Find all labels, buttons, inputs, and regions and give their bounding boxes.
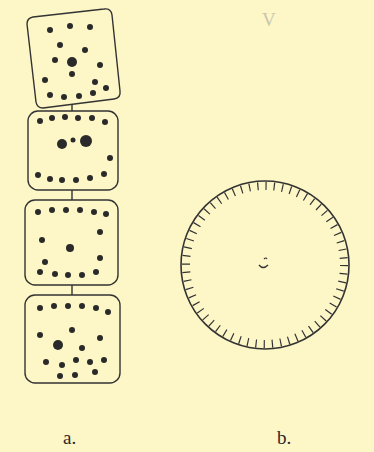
zoospore-disc	[181, 181, 349, 349]
panel-label: b.	[277, 428, 291, 447]
chromatophore-dots	[35, 23, 113, 379]
watermark-letter: V	[262, 10, 276, 29]
cell-filament	[25, 9, 120, 383]
panel-label: a.	[63, 428, 76, 447]
